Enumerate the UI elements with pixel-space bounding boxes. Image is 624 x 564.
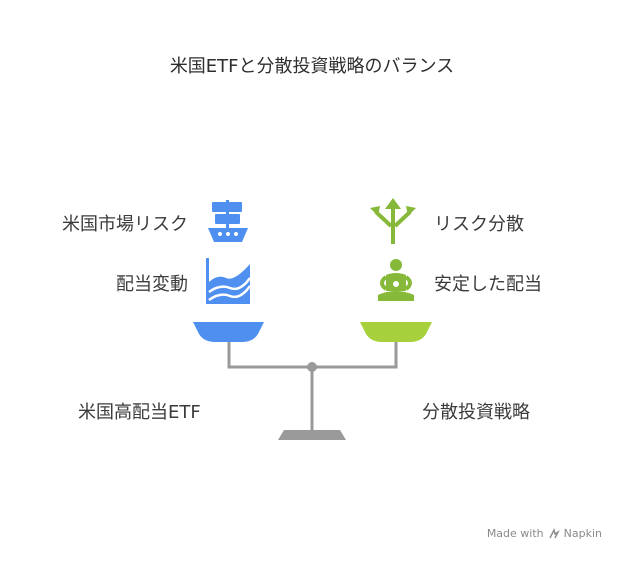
left-base-label: 米国高配当ETF bbox=[78, 402, 201, 423]
ship-icon bbox=[208, 200, 248, 242]
footer-brand: Napkin bbox=[563, 527, 602, 540]
right-factor-2: 安定した配当 bbox=[434, 274, 542, 295]
footer: Made with Napkin bbox=[487, 527, 602, 540]
right-base-label: 分散投資戦略 bbox=[422, 402, 530, 423]
left-factor-1: 米国市場リスク bbox=[62, 214, 188, 235]
area-chart-icon bbox=[206, 258, 252, 304]
left-pan bbox=[193, 322, 264, 342]
diagram-title: 米国ETFと分散投資戦略のバランス bbox=[169, 56, 455, 77]
diverging-arrows-icon bbox=[370, 198, 416, 244]
left-factor-2: 配当変動 bbox=[116, 274, 188, 295]
meditation-icon bbox=[378, 259, 414, 301]
right-factor-1: リスク分散 bbox=[434, 214, 524, 235]
napkin-logo-icon bbox=[549, 527, 560, 538]
right-pan bbox=[360, 322, 432, 342]
footer-text: Made with bbox=[486, 527, 544, 540]
scale-stand bbox=[310, 367, 314, 430]
scale-base bbox=[278, 430, 346, 440]
balance-scale bbox=[193, 322, 432, 440]
